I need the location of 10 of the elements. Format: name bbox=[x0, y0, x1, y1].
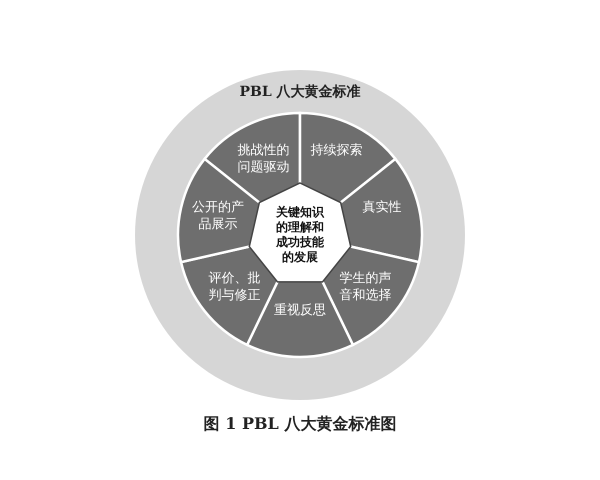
center-text: 关键知识的理解和成功技能的发展 bbox=[276, 205, 324, 264]
ring-title: PBL 八大黄金标准 bbox=[239, 83, 361, 102]
segment-text: 持续探索 bbox=[310, 143, 362, 158]
segment-text: 真实性 bbox=[362, 200, 402, 216]
segment-text: 重视反思 bbox=[274, 303, 326, 318]
segment-text: 公开的产品展示 bbox=[192, 200, 244, 232]
segment-text: 评价、批判与修正 bbox=[208, 271, 260, 304]
segment-text: 学生的声音和选择 bbox=[340, 271, 392, 304]
segment-text: 挑战性的问题驱动 bbox=[238, 143, 290, 176]
figure-caption: 图 1 PBL 八大黄金标准图 bbox=[204, 414, 396, 433]
